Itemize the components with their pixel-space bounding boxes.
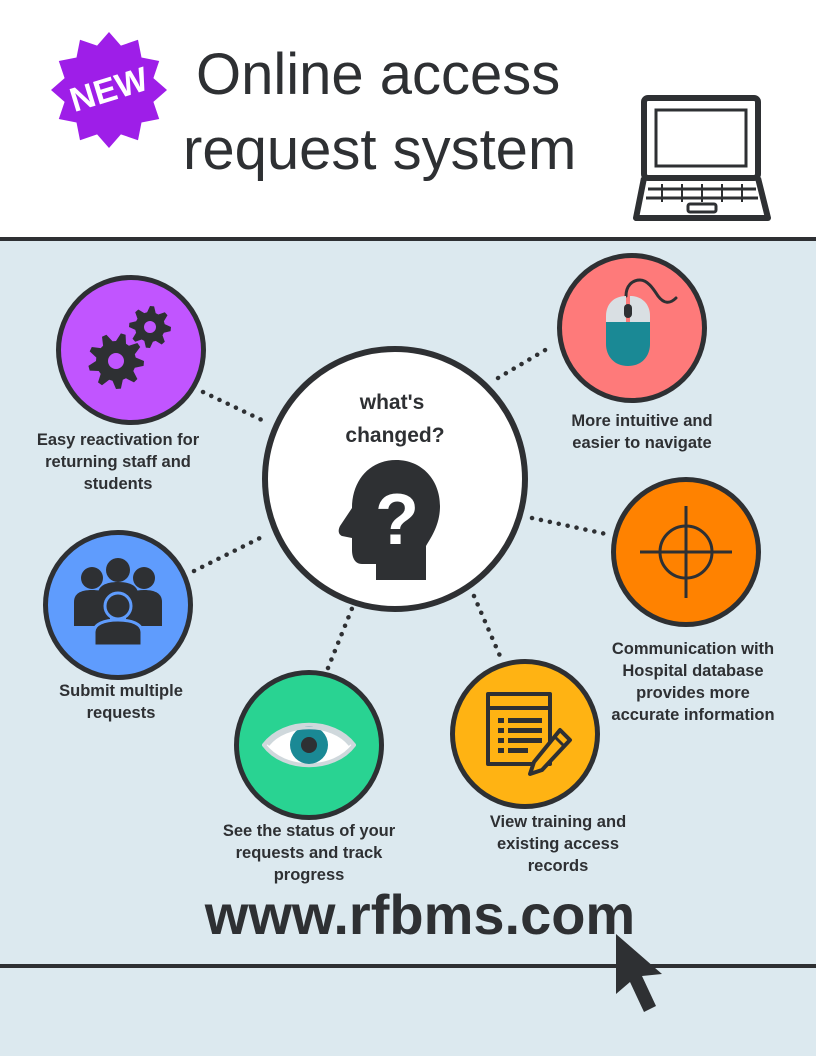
new-badge-starburst: [51, 32, 167, 148]
head-question-icon: ?: [338, 460, 440, 580]
feature-label-navigation: More intuitive and easier to navigate: [571, 412, 713, 452]
top-divider: [0, 237, 816, 241]
document-pen-icon: [486, 692, 572, 776]
hub-line-2: changed?: [345, 424, 445, 447]
gears-icon: [88, 306, 171, 389]
mouse-icon: [606, 278, 678, 366]
laptop-icon: [633, 95, 771, 221]
feature-label-training-records: View training and existing access record…: [489, 813, 627, 875]
group-icon: [74, 558, 162, 648]
eye-icon: [262, 722, 356, 768]
svg-text:?: ?: [375, 480, 419, 560]
cursor-arrow-icon: [616, 934, 662, 1012]
feature-circle-reactivation: [56, 275, 206, 425]
feature-label-multiple-requests: Submit multiple requests: [59, 682, 183, 722]
feature-label-hospital-database: Communication with Hospital database pro…: [611, 640, 775, 724]
feature-label-reactivation: Easy reactivation for returning staff an…: [36, 431, 200, 493]
website-url[interactable]: www.rfbms.com: [204, 883, 636, 946]
crosshair-icon: [640, 506, 732, 598]
title-line-2: request system: [183, 117, 577, 182]
hub-line-1: what's: [359, 391, 425, 414]
bottom-divider: [0, 964, 816, 968]
feature-label-status-tracking: See the status of your requests and trac…: [222, 822, 396, 884]
feature-circle-training-records: [450, 659, 600, 809]
title-line-1: Online access: [196, 42, 561, 107]
